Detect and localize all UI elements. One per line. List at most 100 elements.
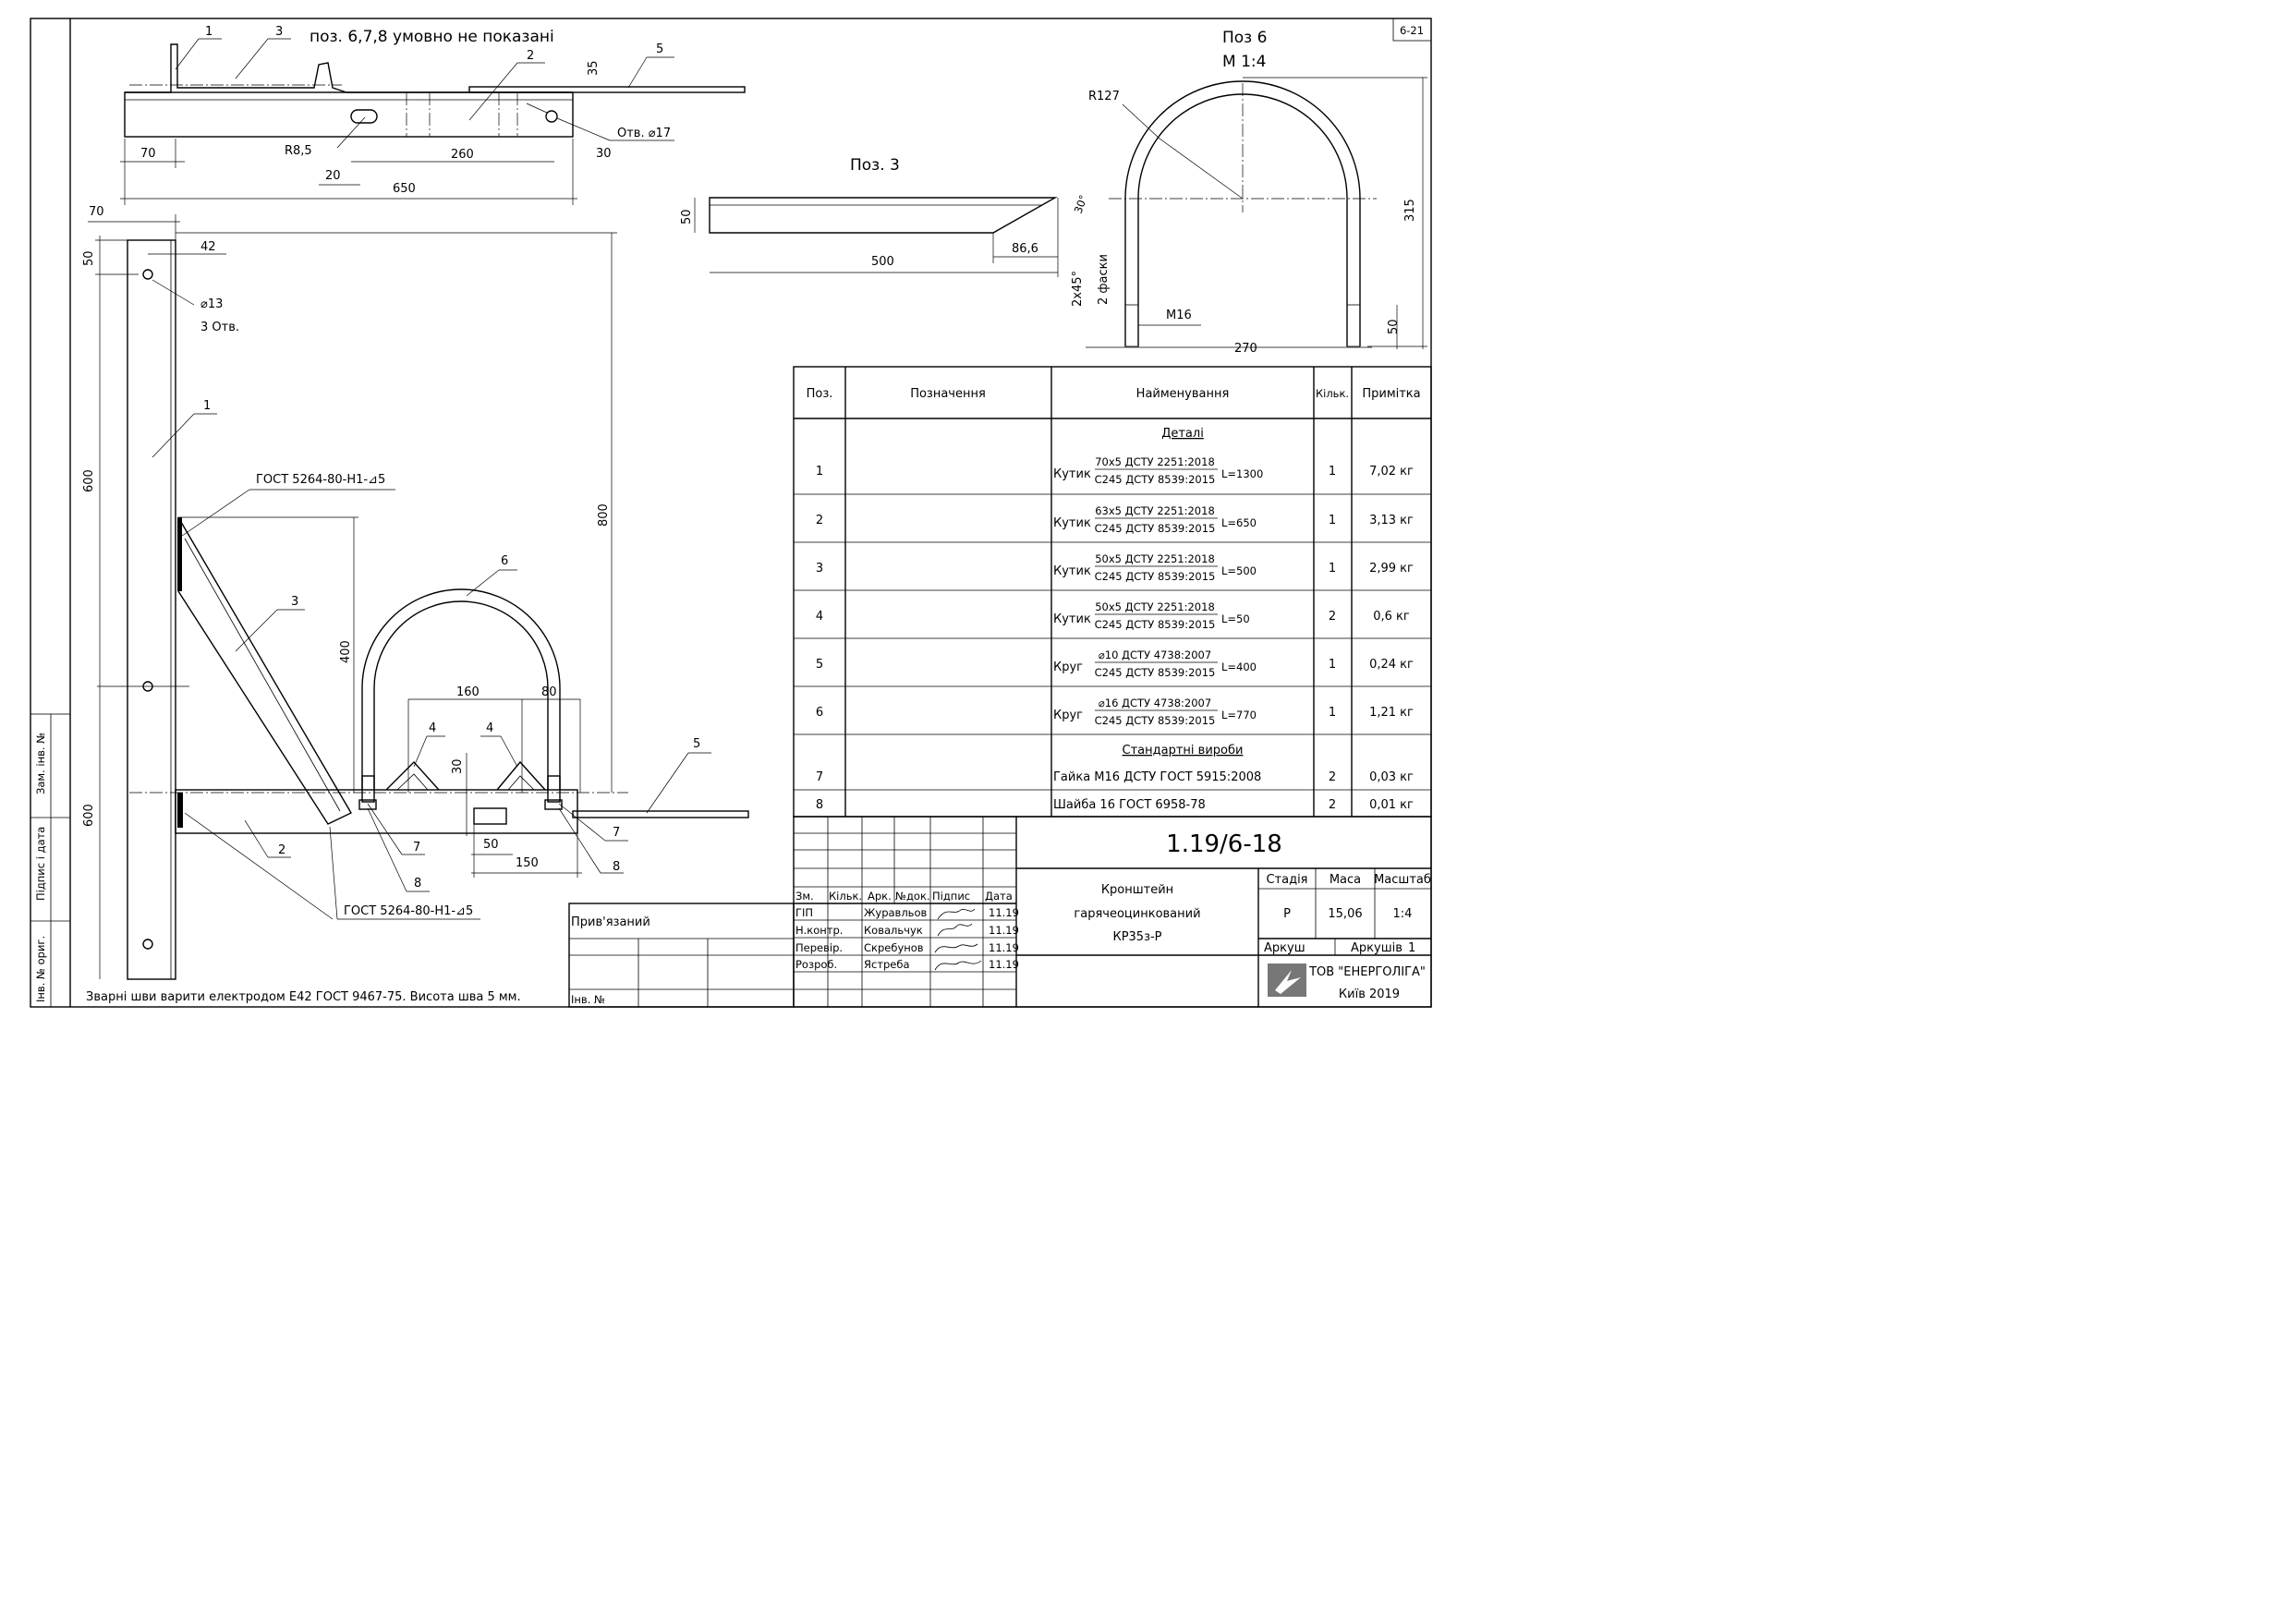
std-row-pos: 7 bbox=[816, 770, 823, 784]
row-mass: 0,6 кг bbox=[1373, 610, 1410, 624]
row-steel: С245 ДСТУ 8539:2015 bbox=[1095, 714, 1216, 727]
radius-r127: R127 bbox=[1088, 90, 1120, 103]
signature-1 bbox=[937, 908, 976, 920]
col-kilk: Кільк. bbox=[829, 890, 862, 903]
welding-note: Зварні шви варити електродом Е42 ГОСТ 94… bbox=[86, 990, 521, 1004]
dim-30-mid: 30 bbox=[451, 758, 465, 774]
mass-value: 15,06 bbox=[1328, 907, 1362, 921]
title-block: Прив'язаний Інв. № Зм. Кільк. Арк. №док.… bbox=[568, 816, 1432, 1008]
row-steel: С245 ДСТУ 8539:2015 bbox=[1095, 618, 1216, 631]
pos6-detail: Поз 6 М 1:4 R127 315 50 270 М16 bbox=[1086, 29, 1427, 356]
hole-13: ⌀13 bbox=[200, 297, 223, 311]
row-length: L=50 bbox=[1221, 612, 1250, 625]
dim-800: 800 bbox=[597, 503, 611, 527]
row-steel: С245 ДСТУ 8539:2015 bbox=[1095, 570, 1216, 583]
sheet-label: Аркуш bbox=[1264, 941, 1305, 955]
dim-50-pos6: 50 bbox=[1387, 319, 1401, 334]
callout-7-left: 7 bbox=[413, 841, 420, 854]
company-name: ТОВ "ЕНЕРГОЛІГА" bbox=[1308, 965, 1426, 979]
front-view: 70 50 600 600 42 ⌀13 3 Отв. 800 400 160 … bbox=[82, 205, 749, 980]
dim-160: 160 bbox=[456, 685, 480, 699]
dim-400: 400 bbox=[339, 640, 353, 663]
col-zm: Зм. bbox=[795, 890, 814, 903]
dim-260: 260 bbox=[451, 148, 474, 162]
role-rozrob: Розроб. bbox=[795, 958, 837, 971]
name-perevir: Скребунов bbox=[864, 941, 924, 954]
scale-label: Масштаб bbox=[1374, 873, 1431, 887]
name-line-1: Кронштейн bbox=[1101, 883, 1173, 897]
col-ndok: №док. bbox=[895, 890, 930, 903]
signature-4 bbox=[934, 960, 982, 971]
row-mass: 0,24 кг bbox=[1369, 658, 1414, 672]
callout-5-top: 5 bbox=[656, 42, 663, 56]
sheets-label: Аркушів bbox=[1351, 941, 1402, 955]
dim-600-lower: 600 bbox=[82, 804, 96, 827]
row-length: L=650 bbox=[1221, 516, 1257, 529]
pos6-scale: М 1:4 bbox=[1222, 53, 1266, 71]
callout-8-left: 8 bbox=[414, 877, 421, 891]
scale-value: 1:4 bbox=[1393, 907, 1413, 921]
row-qty: 1 bbox=[1329, 562, 1336, 576]
company-logo bbox=[1268, 963, 1306, 997]
stamp-pidpys: Підпис і дата bbox=[34, 827, 47, 901]
dim-866: 86,6 bbox=[1012, 242, 1038, 256]
std-row-qty: 2 bbox=[1329, 798, 1336, 812]
role-perevir: Перевір. bbox=[795, 941, 843, 954]
pos6-title: Поз 6 bbox=[1222, 29, 1267, 47]
std-row-mass: 0,01 кг bbox=[1369, 798, 1414, 812]
row-steel: С245 ДСТУ 8539:2015 bbox=[1095, 666, 1216, 679]
callout-7-right: 7 bbox=[613, 826, 620, 840]
chamfer-size: 2х45° bbox=[1071, 271, 1085, 307]
row-profile: ⌀16 ДСТУ 4738:2007 bbox=[1099, 697, 1211, 709]
mass-label: Маса bbox=[1330, 873, 1361, 887]
row-type: Круг bbox=[1053, 709, 1083, 722]
name-line-3: КР35з-Р bbox=[1112, 930, 1161, 944]
row-pos: 4 bbox=[816, 610, 823, 624]
th-qty: Кільк. bbox=[1316, 387, 1349, 400]
th-pos: Поз. bbox=[807, 387, 833, 401]
linked-label: Прив'язаний bbox=[571, 915, 650, 929]
row-qty: 1 bbox=[1329, 514, 1336, 527]
city-year: Київ 2019 bbox=[1339, 988, 1400, 1001]
callout-2-front: 2 bbox=[278, 843, 285, 857]
stage-label: Стадія bbox=[1266, 873, 1307, 887]
dim-42: 42 bbox=[200, 240, 216, 254]
th-note: Примітка bbox=[1362, 387, 1420, 401]
row-mass: 2,99 кг bbox=[1369, 562, 1414, 576]
row-qty: 1 bbox=[1329, 658, 1336, 672]
dim-315: 315 bbox=[1403, 199, 1417, 222]
date-gip: 11.19 bbox=[989, 906, 1019, 919]
role-gip: ГІП bbox=[795, 906, 813, 919]
weld-note-2: ГОСТ 5264-80-Н1-⊿5 bbox=[344, 904, 473, 918]
date-perevir: 11.19 bbox=[989, 941, 1019, 954]
row-type: Кутик bbox=[1053, 516, 1091, 530]
hole-note: Отв. ⌀17 bbox=[617, 127, 671, 140]
std-row-name: Шайба 16 ГОСТ 6958-78 bbox=[1053, 798, 1206, 812]
dim-50-left: 50 bbox=[82, 250, 96, 266]
col-pidpys: Підпис bbox=[932, 890, 970, 903]
radius-r85: R8,5 bbox=[285, 144, 312, 158]
dim-650: 650 bbox=[393, 182, 416, 196]
callout-6: 6 bbox=[501, 554, 508, 568]
signature-2 bbox=[937, 923, 973, 937]
name-gip: Журавльов bbox=[864, 906, 927, 919]
row-pos: 5 bbox=[816, 658, 823, 672]
row-pos: 6 bbox=[816, 706, 823, 720]
dim-80: 80 bbox=[541, 685, 557, 699]
row-profile: 50х5 ДСТУ 2251:2018 bbox=[1095, 552, 1215, 565]
row-profile: 70х5 ДСТУ 2251:2018 bbox=[1095, 455, 1215, 468]
row-length: L=1300 bbox=[1221, 467, 1263, 480]
col-ark: Арк. bbox=[868, 890, 892, 903]
name-line-2: гарячеоцинкований bbox=[1074, 907, 1200, 921]
dim-500: 500 bbox=[871, 255, 894, 269]
dim-70-left: 70 bbox=[89, 205, 104, 219]
note-top: поз. 6,7,8 умовно не показані bbox=[310, 28, 554, 46]
callout-1-front: 1 bbox=[203, 399, 211, 413]
inv-no-label: Інв. № bbox=[571, 993, 605, 1006]
sheets-value: 1 bbox=[1408, 941, 1415, 955]
left-stamp: Зам. інв. № Підпис і дата Інв. № ориг. bbox=[30, 713, 71, 1008]
row-pos: 1 bbox=[816, 465, 823, 479]
section-standard: Стандартні вироби bbox=[1123, 744, 1244, 757]
row-length: L=400 bbox=[1221, 661, 1257, 673]
dim-50-bottom: 50 bbox=[483, 838, 499, 852]
